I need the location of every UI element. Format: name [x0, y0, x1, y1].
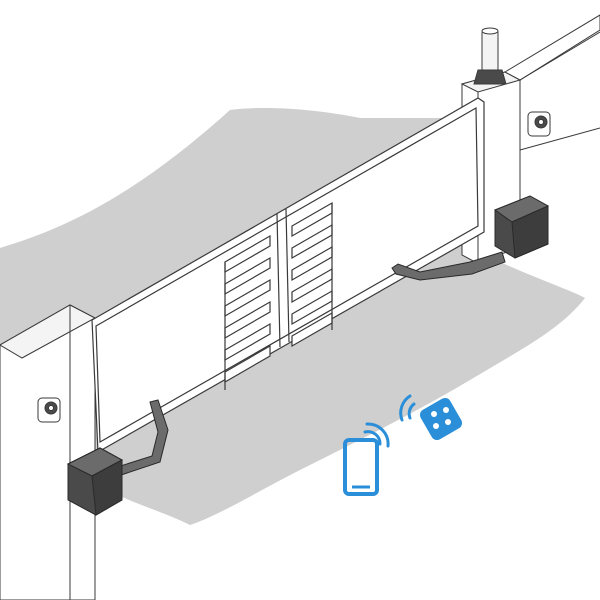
- motor-right-icon: [391, 195, 550, 281]
- photocell-left-icon: [37, 397, 61, 423]
- warning-lamp-icon: [473, 27, 507, 85]
- right-wall: [503, 14, 600, 151]
- remote-signal-icon: [399, 394, 416, 422]
- wireless-signal-icon: [363, 422, 390, 448]
- gate-slats: [224, 201, 333, 384]
- smartphone-icon: [343, 438, 379, 496]
- remote-control-icon: [419, 397, 463, 441]
- photocell-right-icon: [527, 111, 551, 137]
- gate-leaf: [91, 97, 485, 454]
- motor-left-icon: [66, 399, 169, 516]
- left-pillar: [0, 304, 97, 600]
